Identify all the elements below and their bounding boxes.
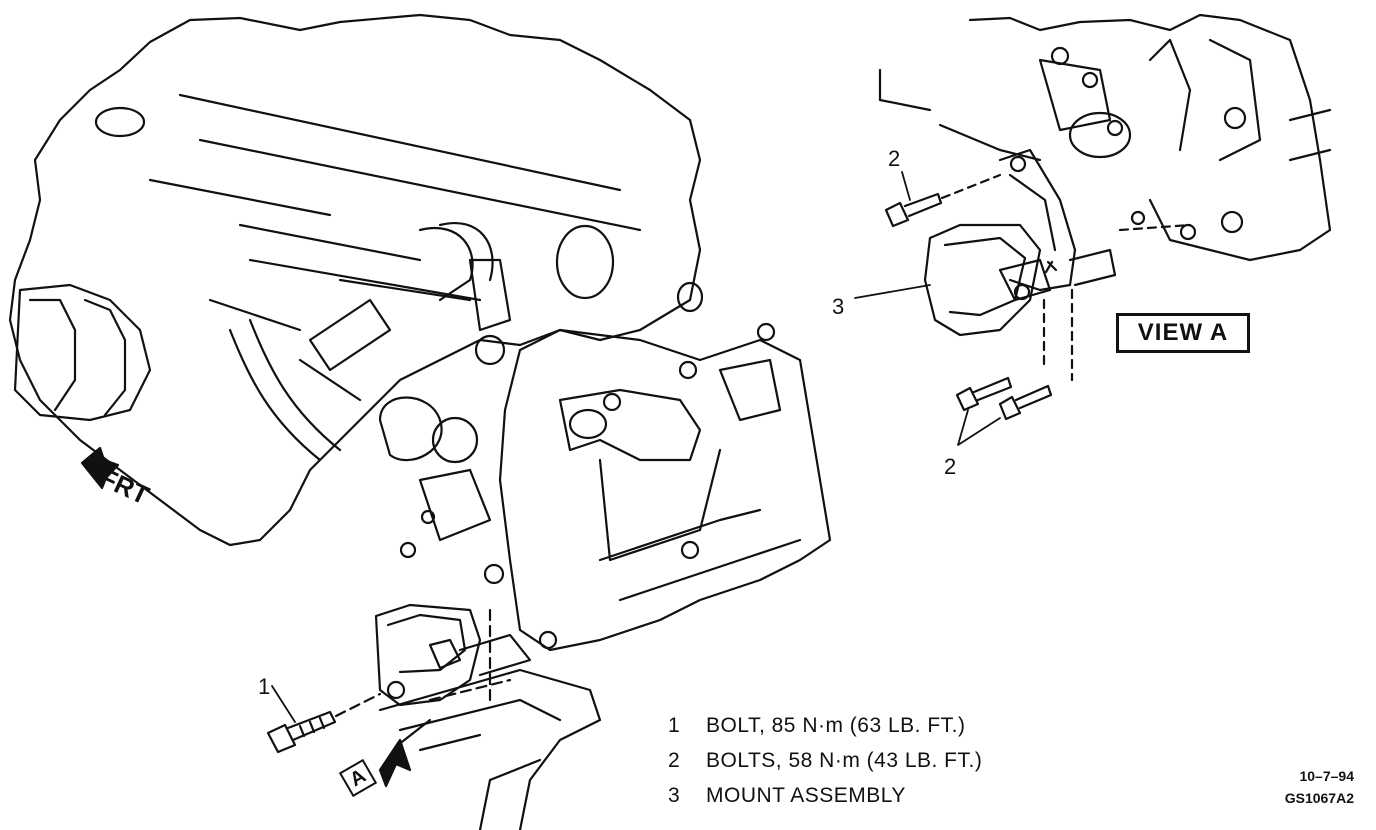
intake-components (378, 334, 506, 585)
callout-1-label: 1 (258, 674, 271, 699)
callout-2-label-top: 2 (888, 146, 901, 171)
crank-pulley (13, 283, 152, 422)
callout-2-label-bottom: 2 (944, 454, 957, 479)
view-a-label: VIEW A (1116, 313, 1250, 353)
view-a-arrow-icon (378, 718, 432, 788)
legend-number: 1 (668, 713, 681, 737)
transaxle-housing (498, 322, 832, 652)
view-a-mount-assembly (923, 148, 1117, 337)
figure-code: GS1067A2 (1284, 790, 1354, 806)
date-stamp: 10–7–94 (1299, 768, 1354, 784)
view-a-engine-outline (878, 13, 1332, 262)
legend-item: 1 BOLT, 85 N·m (63 LB. FT.) (668, 708, 982, 743)
subframe-rail (378, 668, 602, 830)
bolt-1 (266, 685, 382, 754)
engine-hoses (228, 222, 704, 462)
legend-text: BOLTS, 58 N·m (43 LB. FT.) (706, 748, 983, 772)
view-a-bolt-top (884, 171, 1002, 228)
legend-text: BOLT, 85 N·m (63 LB. FT.) (706, 713, 966, 737)
legend-item: 3 MOUNT ASSEMBLY (668, 778, 982, 813)
main-mount-assembly (374, 603, 532, 707)
legend-number: 3 (668, 783, 681, 807)
alignment-lines-main (428, 608, 512, 702)
front-arrow-icon (80, 446, 120, 490)
callout-3-label: 3 (832, 294, 845, 319)
view-a-bolts-bottom (955, 223, 1192, 446)
legend: 1 BOLT, 85 N·m (63 LB. FT.) 2 BOLTS, 58 … (668, 708, 982, 813)
engine-block-outline (8, 13, 702, 547)
callout-3-leader (854, 284, 931, 299)
legend-item: 2 BOLTS, 58 N·m (43 LB. FT.) (668, 743, 982, 778)
legend-text: MOUNT ASSEMBLY (706, 783, 906, 807)
legend-number: 2 (668, 748, 681, 772)
